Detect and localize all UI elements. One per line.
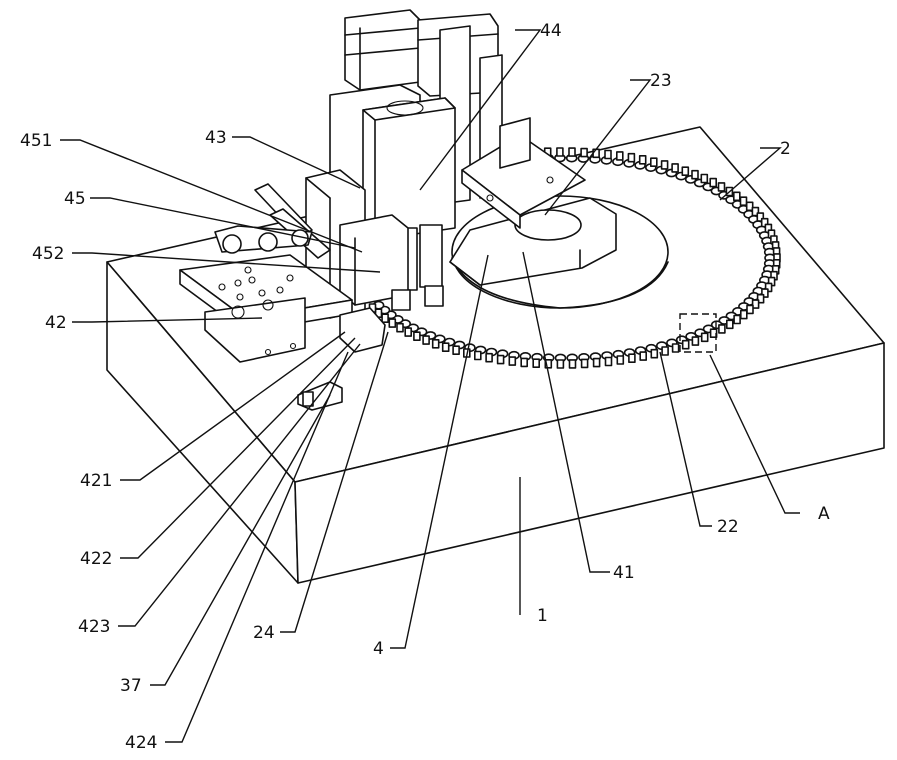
gear-lug [683,341,689,349]
label-23: 23 [650,71,672,91]
gear-lug [710,179,716,187]
gear-lug [533,359,539,367]
gear-lug [405,328,411,336]
gear-lug [672,164,678,172]
gear-lug [701,175,707,183]
gear-lug [606,358,612,366]
gear-lug [557,148,563,156]
gear-lug [662,161,668,169]
gear-lug [605,151,611,159]
gear-lug [569,148,575,156]
label-42: 42 [45,313,67,333]
label-452: 452 [32,244,64,264]
gear-lug [747,305,753,313]
gear-lug [414,332,420,340]
label-41: 41 [613,563,635,583]
gear-lug [662,347,668,355]
gear-lug [509,357,515,365]
gear-lug [651,350,657,358]
gear-lug [453,346,459,354]
gear-lug [734,192,740,200]
label-421: 421 [80,471,112,491]
gear-lug [719,325,725,333]
gear-lug [570,360,576,368]
label-44: 44 [540,21,562,41]
label-A: A [818,504,830,524]
gear-lug [389,319,395,327]
gear-lug [692,171,698,179]
gear-lug [629,354,635,362]
gear-lug [640,352,646,360]
gear-lug [498,356,504,364]
gear-lug [719,183,725,191]
gear-lug [741,311,747,319]
gear-lug [727,320,733,328]
label-37: 37 [120,676,142,696]
gear-lug [673,344,679,352]
label-4: 4 [373,639,384,659]
label-451: 451 [20,131,52,151]
label-45: 45 [64,189,86,209]
gear-lug [443,343,449,351]
gear-lug [702,333,708,341]
gear-lug [640,156,646,164]
gear-lug [433,340,439,348]
gear-lug [486,354,492,362]
label-2: 2 [780,139,791,159]
gear-lug [521,358,527,366]
turntable [450,196,668,308]
gear-lug [581,149,587,157]
label-422: 422 [80,549,112,569]
gear-lug [382,314,388,322]
gear-lug [397,324,403,332]
gear-lug [617,356,623,364]
label-423: 423 [78,617,110,637]
gear-lug [617,152,623,160]
gear-lug [593,149,599,157]
label-1: 1 [537,606,548,626]
gear-lug [628,154,634,162]
gear-lug [692,337,698,345]
gear-lug [734,316,740,324]
gear-lug [582,359,588,367]
gear-lug [682,167,688,175]
label-22: 22 [717,517,739,537]
label-424: 424 [125,733,157,753]
gear-lug [475,352,481,360]
gear-lug [423,336,429,344]
gear-lug [594,359,600,367]
center-hole-23 [515,210,581,240]
gear-lug [651,158,657,166]
gear-lug [741,197,747,205]
gear-lug [557,360,563,368]
label-43: 43 [205,128,227,148]
label-24: 24 [253,623,275,643]
